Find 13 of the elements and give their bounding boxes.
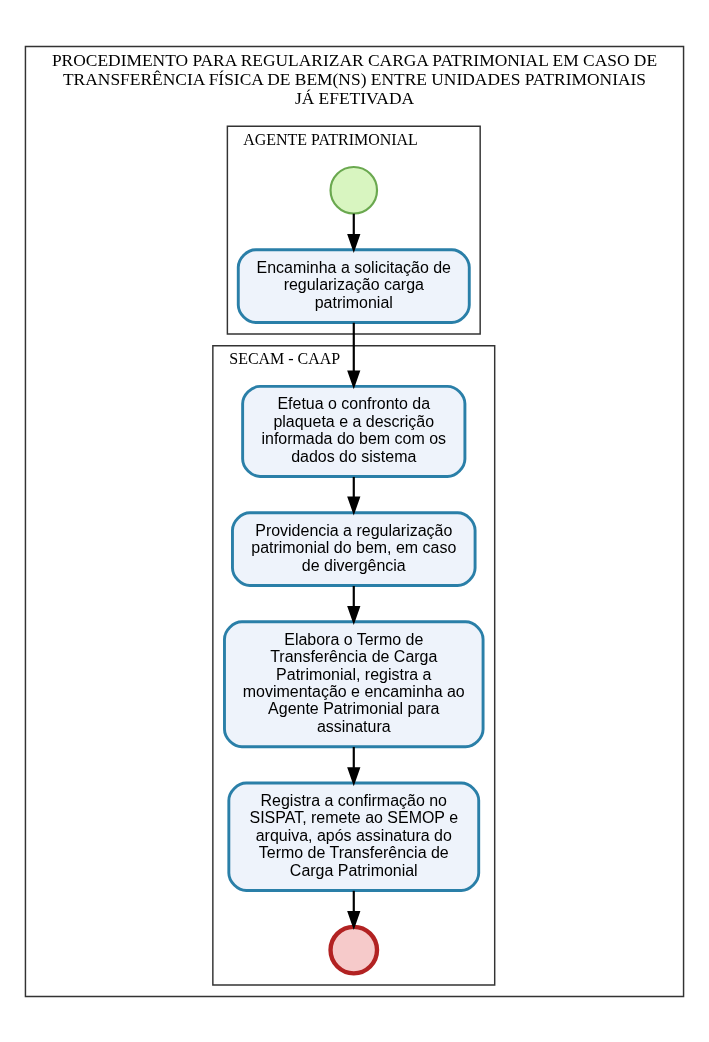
arrow [347, 746, 361, 786]
node-circle [328, 924, 380, 975]
node-circle [329, 165, 379, 215]
arrow [347, 476, 361, 515]
arrow [347, 213, 361, 253]
node-box: Efetua o confronto da plaqueta e a descrição informada do bem com os dados do sistema [241, 384, 467, 478]
arrow [347, 585, 361, 625]
node-box: Elabora o Termo de Transferência de Carga Patrimonial, registra a movimentação e encaminha ao Agente Patrimonial para assinatura [223, 619, 485, 748]
node-box: Encaminha a solicitação de regularização carga patrimonial [236, 247, 471, 324]
arrow [347, 322, 361, 389]
node-box: Providencia a regularização patrimonial do bem, em caso de divergência [231, 510, 477, 587]
node-box: Registra a confirmação no SISPAT, remete ao SEMOP e arquiva, após assinatura do Termo de Transferência de Carga Patrimonial [227, 781, 481, 892]
arrow [347, 890, 361, 930]
